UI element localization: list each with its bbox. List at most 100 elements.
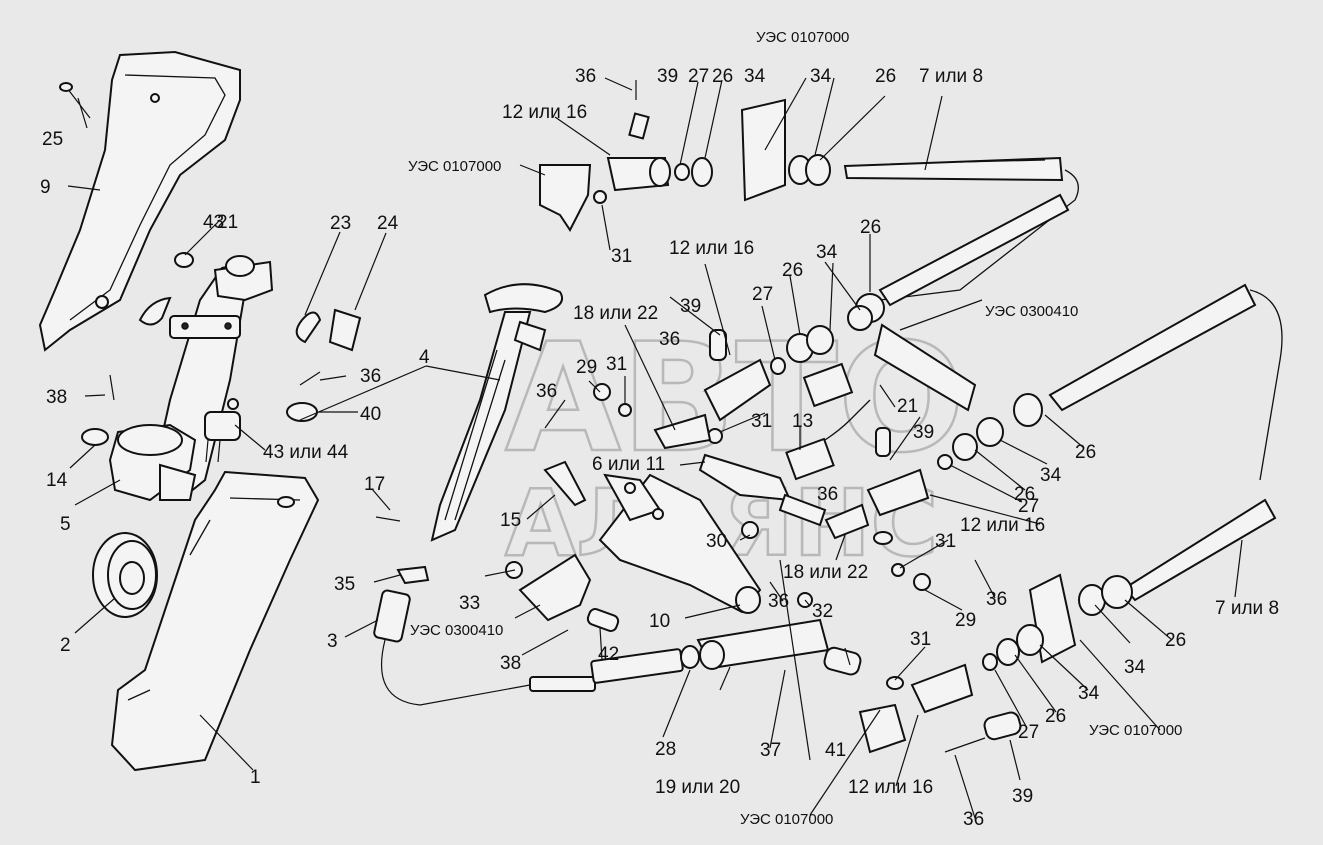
label-23: 23 — [330, 213, 351, 234]
part-27-mid — [770, 357, 786, 375]
label-33: 33 — [459, 593, 480, 614]
label-39-a: 39 — [657, 66, 678, 87]
label-34-f: 34 — [1078, 683, 1100, 704]
part-bracket-right — [873, 323, 977, 412]
part-18-22-fork — [653, 413, 712, 450]
label-12-16-b: 12 или 16 — [669, 238, 754, 259]
label-12-16-d: 12 или 16 — [848, 777, 933, 798]
label-15: 15 — [500, 510, 521, 531]
label-42: 42 — [598, 644, 619, 665]
code-bottom: УЭС 0107000 — [740, 811, 833, 828]
label-39-c: 39 — [913, 422, 934, 443]
label-26-b: 26 — [712, 66, 733, 87]
part-bracket-mid — [518, 553, 592, 622]
label-26-e: 26 — [1075, 442, 1096, 463]
label-7-8-top: 7 или 8 — [919, 66, 983, 87]
part-13-plate — [785, 437, 835, 481]
label-39-d: 39 — [1012, 786, 1033, 807]
code-bottom-right: УЭС 0107000 — [1089, 722, 1182, 739]
part-12-16-fork-right — [866, 427, 930, 545]
label-41: 41 — [825, 740, 846, 761]
part-21-plate — [802, 362, 854, 408]
part-14-pin — [81, 428, 109, 446]
label-31-c: 31 — [751, 411, 772, 432]
part-2-pulley — [92, 532, 158, 618]
labels: УЭС 0107000 УЭС 0107000 УЭС 0300410 УЭС … — [40, 29, 1279, 830]
part-25-screw — [59, 82, 91, 119]
part-24-clip — [328, 308, 362, 352]
label-26-d: 26 — [782, 260, 803, 281]
label-40: 40 — [360, 404, 381, 425]
code-mid: УЭС 0300410 — [410, 622, 503, 639]
part-4-lever — [430, 283, 564, 542]
part-40-pin — [286, 402, 318, 422]
part-23-clip — [295, 311, 322, 344]
part-31-washer-right — [891, 563, 905, 577]
part-7-8-rod-lower — [1048, 283, 1283, 602]
label-31-d: 31 — [935, 531, 956, 552]
label-2: 2 — [60, 635, 71, 656]
part-41-washer — [174, 252, 194, 268]
label-26-f: 26 — [1014, 484, 1035, 505]
label-37: 37 — [760, 740, 781, 761]
label-31-b: 31 — [606, 354, 627, 375]
part-top-bracket — [539, 80, 831, 232]
label-36-d: 36 — [536, 381, 557, 402]
part-26-nut-right — [1013, 393, 1043, 427]
label-29-b: 29 — [955, 610, 976, 631]
part-bracket-lower-right — [982, 573, 1133, 671]
label-18-22-a: 18 или 22 — [573, 303, 658, 324]
label-36-h: 36 — [963, 809, 984, 830]
part-35-plate — [396, 565, 430, 585]
label-13: 13 — [792, 411, 813, 432]
label-12-16-c: 12 или 16 — [960, 515, 1045, 536]
part-31-washer — [618, 403, 632, 417]
part-28-threaded-rod — [529, 645, 700, 692]
label-36-e: 36 — [817, 484, 838, 505]
label-36-c: 36 — [659, 329, 680, 350]
label-36-a: 36 — [575, 66, 596, 87]
leader-lines — [67, 77, 1243, 819]
label-43: 43 — [203, 212, 224, 233]
label-39-b: 39 — [680, 296, 701, 317]
label-19-20: 19 или 20 — [655, 777, 740, 798]
label-27-a: 27 — [688, 66, 709, 87]
label-34-e: 34 — [1124, 657, 1146, 678]
label-5: 5 — [60, 514, 71, 535]
label-35: 35 — [334, 574, 355, 595]
part-27-right — [937, 454, 953, 470]
part-clip-left — [138, 296, 172, 326]
label-31-e: 31 — [910, 629, 931, 650]
label-17: 17 — [364, 474, 385, 495]
label-4: 4 — [419, 347, 430, 368]
part-41-pin — [823, 646, 862, 676]
part-7-8-rod-top — [843, 156, 1079, 307]
code-right: УЭС 0300410 — [985, 303, 1078, 320]
label-25: 25 — [42, 129, 63, 150]
label-7-8-bottom: 7 или 8 — [1215, 598, 1279, 619]
label-26-h: 26 — [1045, 706, 1066, 727]
label-12-16-a: 12 или 16 — [502, 102, 587, 123]
label-34-a: 34 — [744, 66, 766, 87]
part-30-nut — [741, 521, 759, 539]
label-34-b: 34 — [810, 66, 832, 87]
label-21-left: 21 — [217, 212, 238, 233]
part-38-cotter-left — [109, 374, 115, 401]
label-36-g: 36 — [986, 589, 1007, 610]
part-15-bolt — [543, 460, 587, 507]
part-10-lever — [598, 473, 762, 614]
label-38-a: 38 — [46, 387, 67, 408]
code-left: УЭС 0107000 — [408, 158, 501, 175]
part-1-column-housing — [110, 470, 320, 772]
label-26-a: 26 — [875, 66, 896, 87]
part-43-44-switch — [204, 398, 241, 463]
label-28: 28 — [655, 739, 676, 760]
part-17-pin — [375, 516, 401, 522]
label-34-c: 34 — [816, 242, 838, 263]
label-27-b: 27 — [752, 284, 773, 305]
label-27-c: 27 — [1018, 496, 1039, 517]
part-6-11-rod — [698, 453, 827, 527]
label-14: 14 — [46, 470, 68, 491]
part-26-nut-right2 — [952, 433, 978, 461]
